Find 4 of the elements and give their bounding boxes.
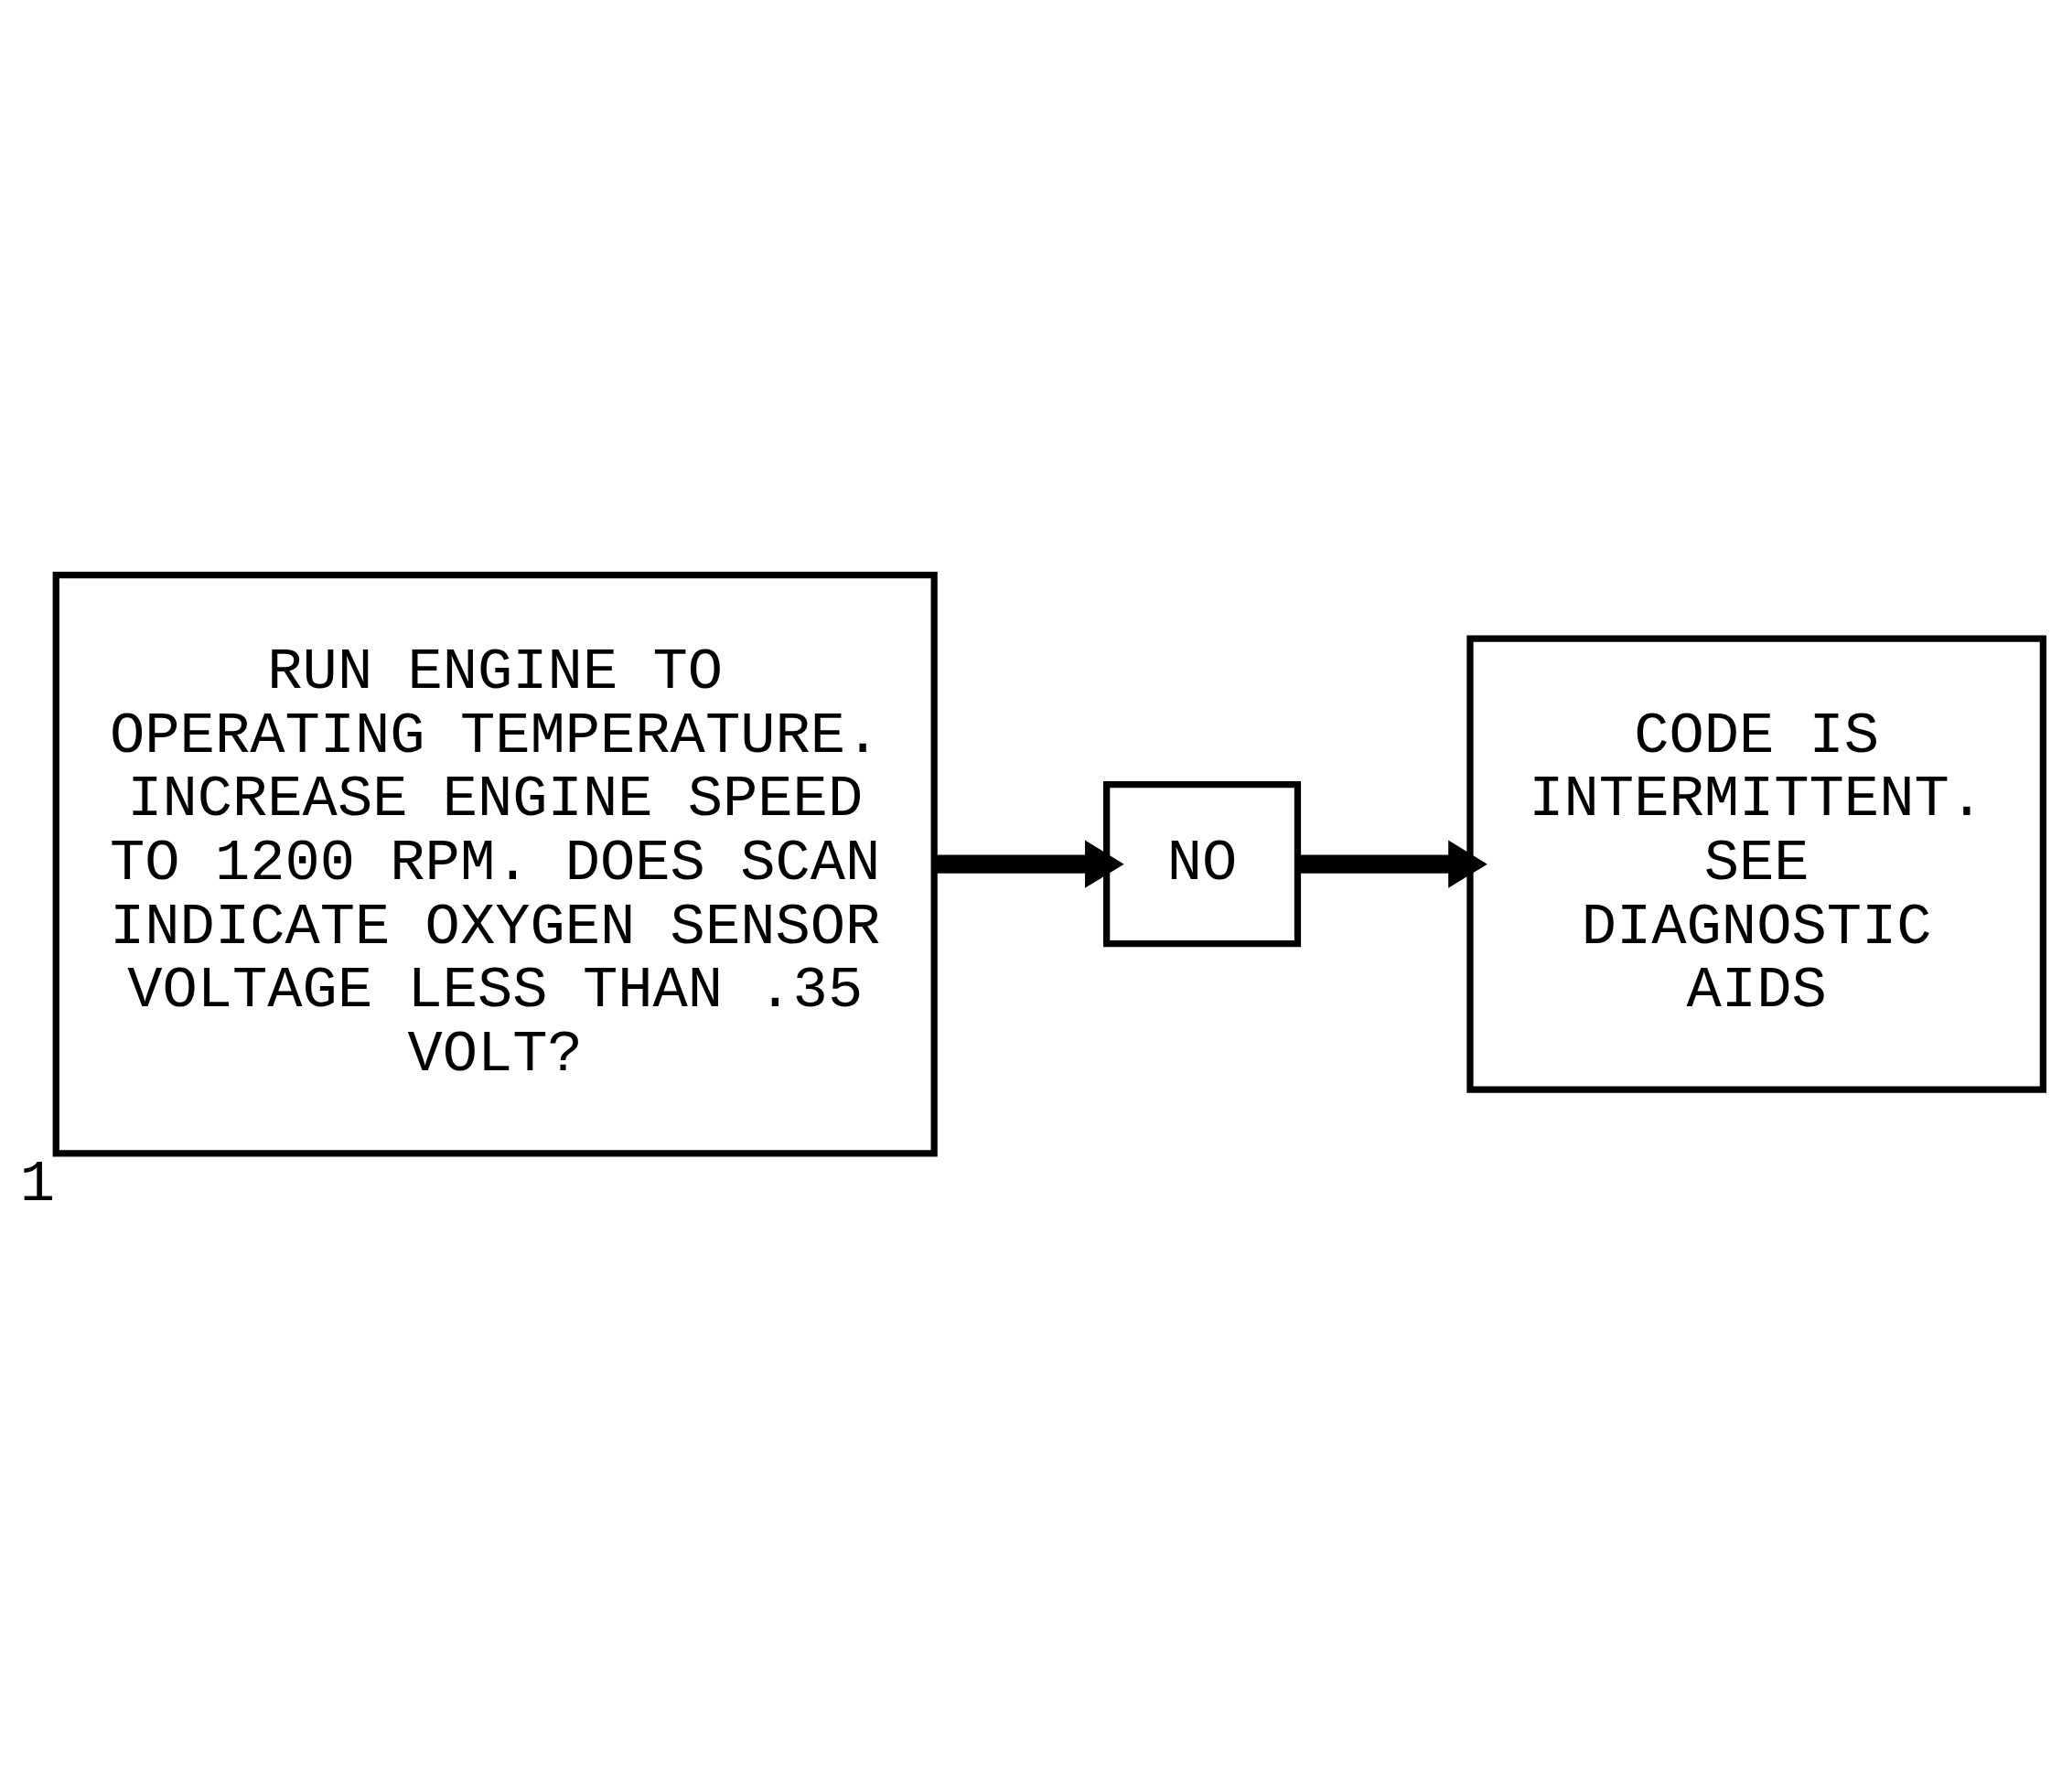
node-box: CODE IS INTERMITTENT. SEE DIAGNOSTIC AIDS [1466,635,2046,1093]
node-box: RUN ENGINE TO OPERATING TEMPERATURE. INCREASE ENGINE SPEED TO 1200 RPM. DOES SCAN INDICATE OXYGEN SENSOR VOLTAGE LESS THAN .35 VOLT? [52,571,938,1157]
node-box: NO [1103,781,1302,948]
arrow [934,840,1124,888]
